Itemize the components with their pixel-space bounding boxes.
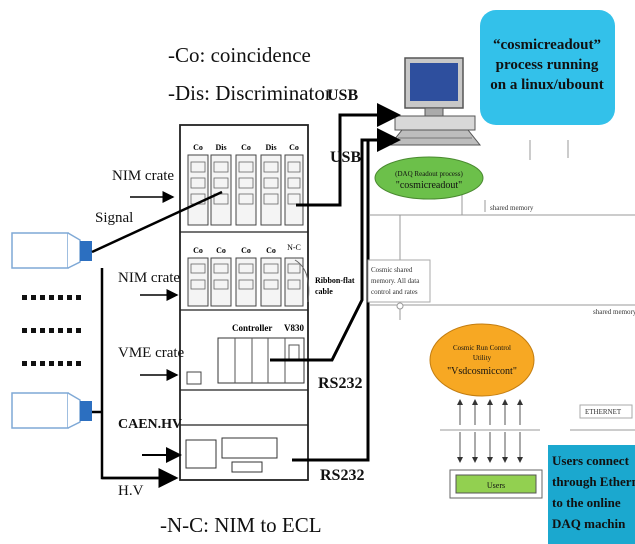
ribbon-label-2: cable [315,287,333,296]
users-box-label: Users [487,481,505,490]
module-label-row2-1: Co [216,246,226,255]
label-nim-crate-1: NIM crate [112,168,174,184]
readout-process-line-2: "cosmicreadout" [396,180,462,191]
linux-process-callout [480,10,615,125]
run-control-line-2: Utility [473,354,492,362]
ethernet-label: ETHERNET [585,408,622,416]
module-label-row2-0: Co [193,246,203,255]
shared-memory-label: shared memory [490,204,534,212]
detector-bottom [11,392,92,429]
nim-crate-1-modules [187,154,304,226]
module-label-row1-4: Co [289,143,299,152]
run-control-ellipse [429,323,535,397]
controller-label: Controller [232,323,272,333]
ribbon-label-1: Ribbon-flat [315,276,355,285]
users-connect-line-4: DAQ machin [552,516,626,531]
rs232-label-bottom: RS232 [320,467,364,484]
users-connect-line-3: to the online [552,495,621,510]
users-connect-callout [548,445,635,544]
legend-discriminator: -Dis: Discriminator [168,81,332,105]
module-label-row1-2: Co [241,143,251,152]
callout-line-1: “cosmicreadout” [493,37,601,53]
readout-process-line-1: (DAQ Readout process) [395,170,463,178]
ethernet-box [579,404,633,419]
label-vme-crate: VME crate [118,345,185,361]
callout-line-3: on a linux/ubount [490,77,603,93]
run-control-line-1: Cosmic Run Control [453,344,511,352]
module-label-row2-2: Co [241,246,251,255]
cosmic-shared-memory-box [367,259,431,303]
label-nim-crate-2: NIM crate [118,270,180,286]
legend-coincidence: -Co: coincidence [168,43,311,67]
cosmic-shared-line-1: Cosmic shared [371,266,413,274]
detector-top [11,232,92,269]
computer-icon [388,57,482,146]
shared-memory-right: shared memory [593,308,635,316]
connection-node [396,302,404,310]
label-hv: H.V [118,483,144,499]
v830-label: V830 [284,323,304,333]
run-control-arrows [457,399,523,463]
module-label-row2-3: Co [266,246,276,255]
module-label-row1-1: Dis [215,143,226,152]
usb-label-top: USB [327,87,358,104]
hv-supply [185,437,278,473]
usb-label-second: USB [330,149,361,166]
label-signal: Signal [95,210,133,226]
cosmic-shared-line-3: control and rates [371,288,418,296]
module-label-row2-4: N-C [287,243,301,252]
run-control-line-3: "Vsdcosmiccont" [447,366,517,377]
legend-nim-to-ecl: -N-C: NIM to ECL [160,513,322,537]
label-caen-hv: CAEN.HV [118,417,182,432]
module-label-row1-0: Co [193,143,203,152]
callout-line-2: process running [496,57,599,73]
users-connect-line-1: Users connect [552,453,630,468]
module-label-row1-3: Dis [265,143,276,152]
nim-crate-2-modules [187,257,304,307]
users-box [455,474,537,494]
cosmic-shared-line-2: memory. All data [371,277,420,285]
detector-ellipsis-dots [22,295,81,366]
readout-process-ellipse [374,156,484,200]
rs232-label-top: RS232 [318,375,362,392]
users-connect-line-2: through Etherna [552,474,635,489]
